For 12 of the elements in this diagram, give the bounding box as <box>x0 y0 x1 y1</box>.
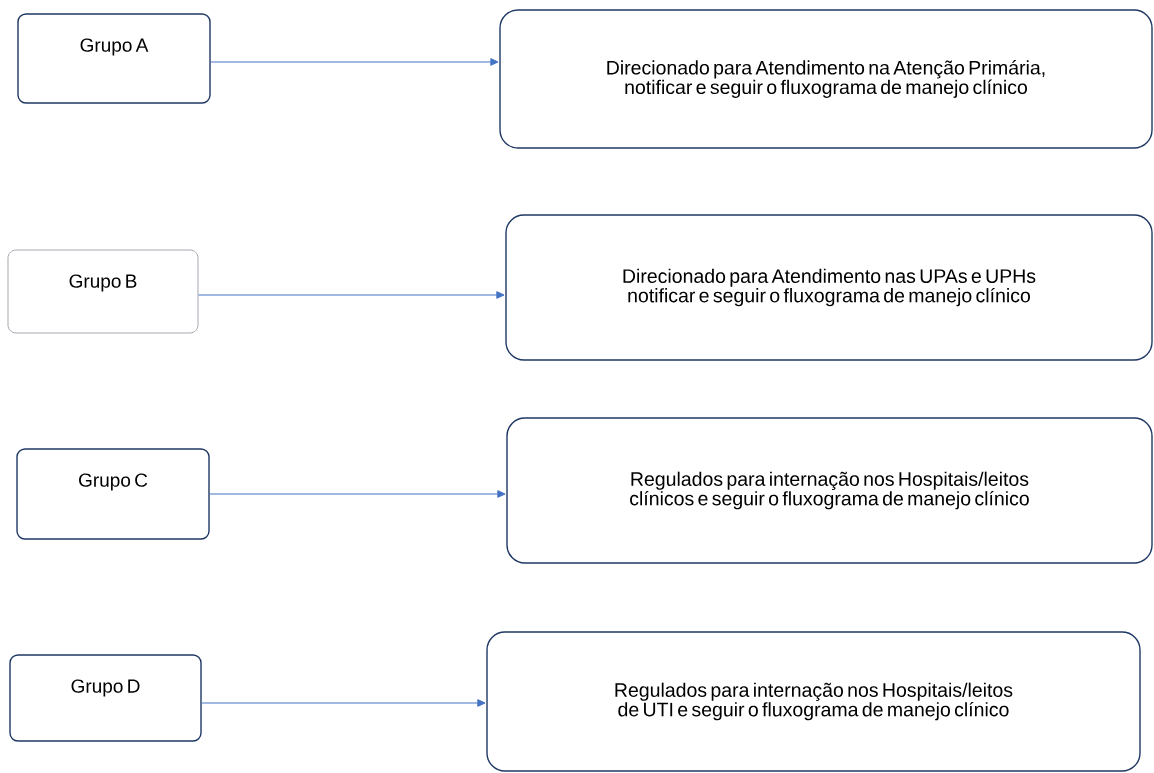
group-box: Grupo B <box>7 249 199 334</box>
group-box: Grupo C <box>16 448 210 540</box>
instruction-box: Direcionado para Atendimento na Atenção Primária, notificar e seguir o fluxograma de manejo clínico <box>499 9 1153 149</box>
arrow <box>209 490 506 498</box>
arrow <box>210 58 499 66</box>
arrow <box>201 699 486 707</box>
instruction-box: Direcionado para Atendimento nas UPAs e UPHs notificar e seguir o fluxograma de manejo clínico <box>505 214 1153 361</box>
group-box: Grupo D <box>9 654 202 742</box>
group-box: Grupo A <box>17 13 211 104</box>
arrow <box>198 291 505 299</box>
instruction-box: Regulados para internação nos Hospitais/leitos de UTI e seguir o fluxograma de manejo clínico <box>486 631 1141 772</box>
instruction-box: Regulados para internação nos Hospitais/leitos clínicos e seguir o fluxograma de manejo clínico <box>506 417 1153 564</box>
